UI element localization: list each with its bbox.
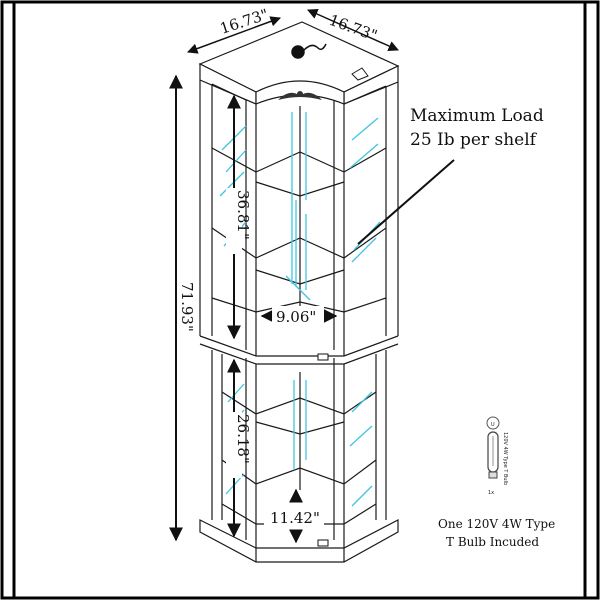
crown-ornament xyxy=(278,91,322,100)
load-note-line1: Maximum Load xyxy=(410,106,544,126)
lower-depth-label-bg xyxy=(264,506,324,528)
bulb-note-line1: One 120V 4W Type xyxy=(438,517,555,531)
load-pointer-line xyxy=(357,159,455,245)
lower-cabinet xyxy=(199,350,399,563)
top-right-dimension-arrow xyxy=(307,9,399,51)
upper-depth-label: 9.06" xyxy=(276,308,316,326)
bulb-note-line2: T Bulb Incuded xyxy=(446,535,539,549)
lower-door-handle xyxy=(317,539,329,547)
top-left-dimension-arrow xyxy=(187,16,281,54)
load-note-line2: 25 Ib per shelf xyxy=(410,130,538,150)
bulb-badge: U xyxy=(491,422,495,428)
upper-depth-label-bg xyxy=(272,306,324,326)
upper-height-label-bg xyxy=(226,188,242,254)
upper-height-label: 36.81" xyxy=(234,190,252,240)
lower-height-label-bg xyxy=(226,412,242,478)
upper-door-handle xyxy=(317,353,329,361)
lower-height-label: 26.18" xyxy=(234,414,252,464)
bulb-icon xyxy=(486,416,500,479)
top-left-dimension-label: 16.73" xyxy=(218,5,271,38)
bulb-qty: 1x xyxy=(488,490,494,496)
plug-icon xyxy=(291,43,327,59)
total-height-label: 71.93" xyxy=(178,282,196,332)
lower-depth-label: 11.42" xyxy=(270,509,320,527)
top-bracket xyxy=(351,67,369,81)
bulb-spec-label: 120V 4W Type T Bulb xyxy=(502,432,508,485)
upper-cabinet xyxy=(199,80,399,365)
